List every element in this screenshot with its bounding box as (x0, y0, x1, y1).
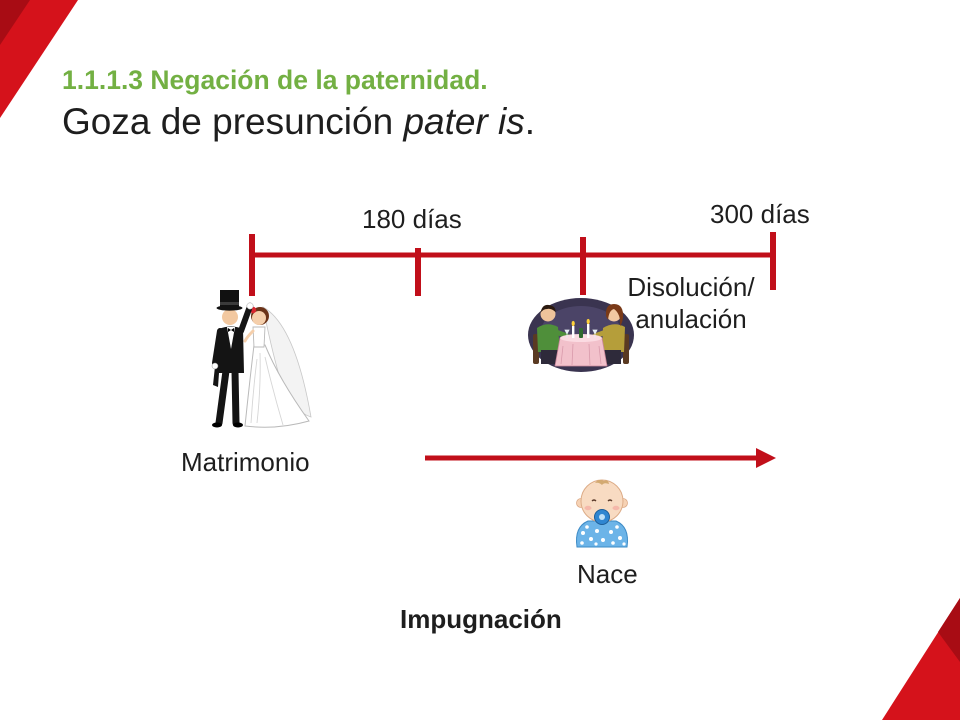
man-legs (541, 350, 559, 364)
bride-dress-bodice (252, 326, 266, 348)
label-180-days: 180 días (362, 204, 462, 234)
woman-top (602, 324, 625, 352)
pacifier-icon (594, 509, 610, 525)
woman-legs (603, 350, 621, 364)
groom-arm-down (212, 328, 223, 366)
couple-dinner-illustration (528, 298, 634, 372)
groom-bow-tie (228, 328, 234, 332)
tablecloth-folds (560, 343, 602, 366)
groom-hat-brim (216, 305, 243, 311)
man-arm (553, 329, 570, 339)
bride-arm (243, 329, 255, 343)
wedding-couple-illustration (211, 290, 312, 428)
woman-hair (605, 304, 624, 326)
groom-glove-right (246, 302, 254, 310)
label-dissolution: Disolución/ anulación (612, 271, 770, 335)
woman-arm (592, 329, 609, 339)
groom-shirt (227, 327, 235, 349)
impugnacion-arrow (425, 448, 776, 468)
groom-hat-ribbon (220, 302, 239, 305)
wine-glass-right (592, 329, 598, 338)
candle-right (587, 324, 590, 338)
woman-chair (623, 334, 629, 364)
pacifier-button (599, 514, 605, 520)
corner-decoration-top-left (0, 0, 78, 118)
man-shirt (537, 324, 560, 352)
groom-shoe-right (233, 422, 243, 428)
timeline (249, 232, 776, 296)
candle-left (572, 326, 575, 338)
groom-face (222, 309, 238, 325)
groom-glove-left (211, 362, 219, 370)
label-challenge: Impugnación (400, 604, 562, 634)
groom-leg-right (231, 367, 240, 427)
bride-dress-skirt (244, 344, 310, 428)
tablecloth (554, 337, 608, 367)
baby-hair (595, 479, 609, 485)
woman-seated (592, 304, 629, 364)
bride-face (252, 311, 266, 325)
corner-bottom-right-shade (938, 598, 960, 662)
corner-top-left-band (0, 0, 78, 118)
heading-text: Goza de presunción (62, 101, 404, 142)
candle-flame-left (571, 320, 575, 327)
baby-cheek-right (612, 505, 620, 511)
candle-flame-right (586, 318, 590, 325)
baby-head (576, 479, 628, 523)
baby-illustration (576, 479, 628, 548)
impugnacion-arrow-head (756, 448, 776, 468)
wine-bottle (579, 328, 583, 338)
groom-leg-left (215, 367, 230, 427)
groom-shoe-left (212, 422, 222, 428)
bride (243, 306, 312, 428)
baby-body (576, 520, 628, 548)
label-birth: Nace (577, 559, 638, 589)
label-marriage: Matrimonio (181, 447, 310, 477)
groom-arm-raised (238, 306, 252, 334)
section-title: 1.1.1.3 Negación de la paternidad. (62, 65, 488, 95)
groom (211, 290, 254, 428)
baby-onesie (576, 520, 628, 548)
label-dissolution-line-2: anulación (635, 304, 747, 334)
label-dissolution-line-1: Disolución/ (627, 272, 755, 302)
dinner-table (554, 318, 608, 367)
bride-dress-folds (250, 352, 284, 426)
man-hair (540, 304, 556, 313)
baby-eyes (591, 499, 613, 502)
baby-cheek-left (584, 505, 592, 511)
heading-latin-term: pater is (403, 101, 525, 142)
man-seated (533, 304, 570, 364)
label-300-days: 300 días (710, 199, 810, 229)
man-face (540, 306, 556, 322)
heading-suffix: . (524, 101, 536, 142)
wine-glass-left (564, 329, 570, 338)
corner-top-left-shade (0, 0, 30, 45)
onesie-polka-dots (580, 525, 626, 546)
corner-decoration-bottom-right (882, 598, 960, 720)
man-chair (533, 334, 539, 364)
groom-top-hat (220, 290, 239, 308)
slide-heading: Goza de presunción pater is. (62, 103, 535, 140)
